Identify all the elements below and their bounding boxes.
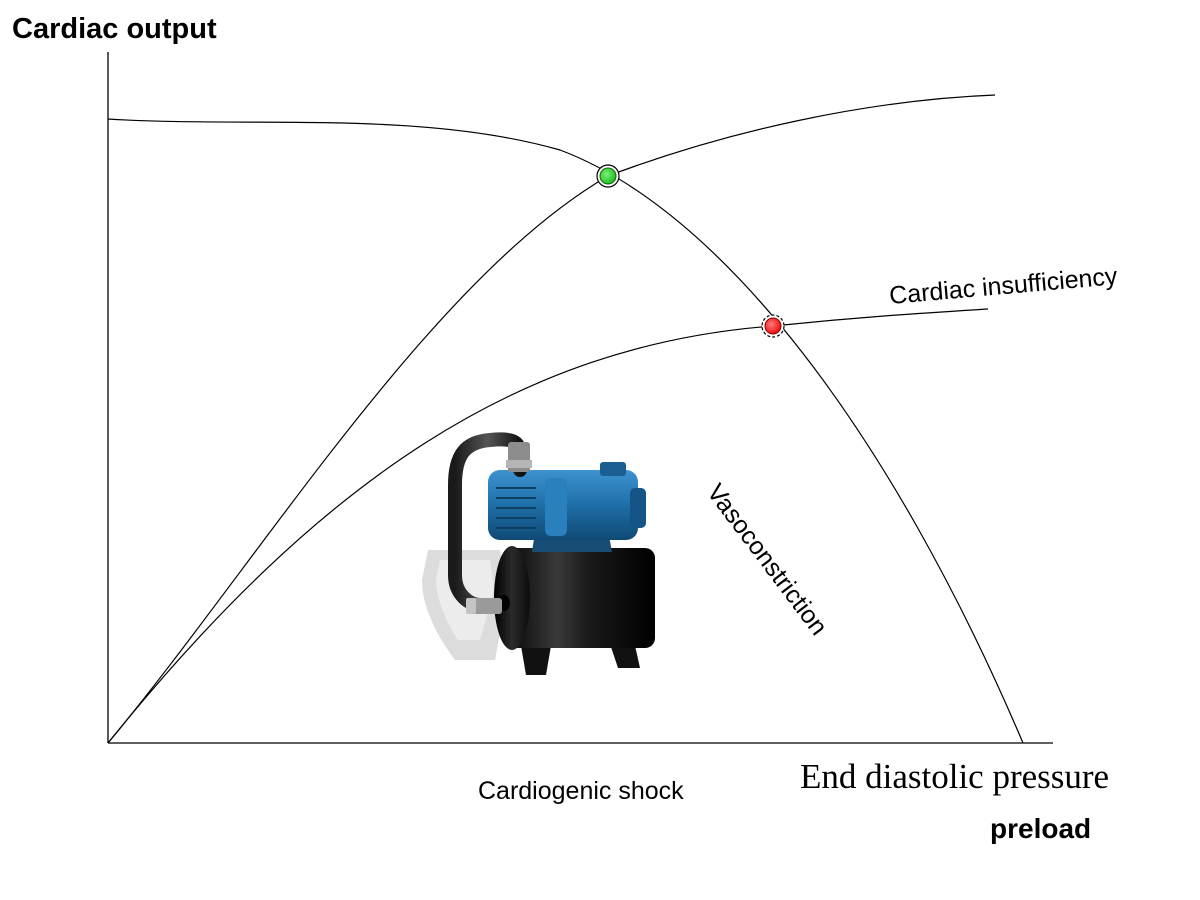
water-pump-icon bbox=[422, 432, 655, 675]
vascular-function-curve bbox=[107, 118, 1024, 744]
red-point-icon bbox=[764, 317, 782, 335]
normal-equilibrium-point bbox=[596, 164, 620, 188]
cardiac-insufficiency-label: Cardiac insufficiency bbox=[888, 262, 1119, 310]
cardiogenic-shock-label: Cardiogenic shock bbox=[478, 777, 684, 805]
x-axis-label: End diastolic pressure bbox=[800, 757, 1109, 796]
normal-function-curve bbox=[107, 94, 996, 744]
x-axis-sublabel: preload bbox=[990, 813, 1091, 844]
insufficiency-function-curve bbox=[107, 308, 989, 744]
green-point-icon bbox=[599, 167, 617, 185]
y-axis-label: Cardiac output bbox=[12, 13, 217, 45]
vasoconstriction-label: Vasoconstriction bbox=[701, 479, 833, 641]
shock-equilibrium-point bbox=[761, 314, 785, 338]
